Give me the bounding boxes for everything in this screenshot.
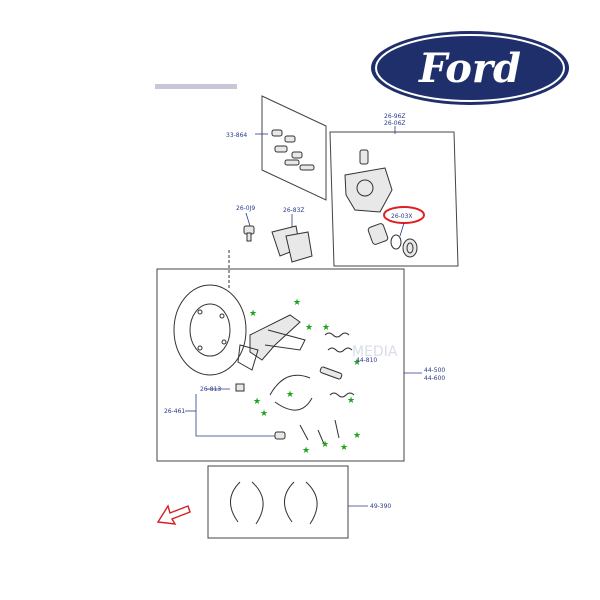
part-labels: 33-864 26-96Z 26-06Z 26-0J9 26-83Z 26-03… <box>164 113 445 510</box>
svg-text:★: ★ <box>260 409 268 419</box>
header-note <box>155 84 237 89</box>
label-26-461: 26-461 <box>164 408 185 415</box>
label-26-0j9: 26-0J9 <box>236 205 255 212</box>
parking-brake-group: MEDIA ★ ★ ★ ★ ★ ★ ★ ★ ★ ★ ★ ★ ★ <box>156 268 422 462</box>
label-26-83z: 26-83Z <box>283 207 305 214</box>
label-33-864: 33-864 <box>226 132 247 139</box>
label-49-390: 49-390 <box>370 503 391 510</box>
svg-text:★: ★ <box>353 431 361 441</box>
svg-text:★: ★ <box>286 390 294 400</box>
ford-logo-text: Ford <box>418 45 521 92</box>
bleeder-screw-group <box>243 212 255 242</box>
label-26-813: 26-813 <box>200 386 221 393</box>
svg-text:★: ★ <box>340 443 348 453</box>
pin-kit-group <box>255 95 327 201</box>
svg-text:★: ★ <box>302 446 310 456</box>
label-26-06z: 26-06Z <box>384 120 406 127</box>
label-44-600: 44-600 <box>424 375 445 382</box>
svg-text:★: ★ <box>353 358 361 368</box>
svg-text:★: ★ <box>293 298 301 308</box>
caliper-group <box>329 126 459 267</box>
label-44-810: 44-810 <box>356 357 377 364</box>
svg-text:★: ★ <box>321 440 329 450</box>
svg-text:★: ★ <box>322 323 330 333</box>
svg-text:★: ★ <box>305 323 313 333</box>
svg-text:★: ★ <box>253 397 261 407</box>
svg-text:★: ★ <box>249 309 257 319</box>
label-44-500: 44-500 <box>424 367 445 374</box>
ford-logo: Ford <box>371 31 569 105</box>
brake-shoe-kit-group <box>207 465 368 539</box>
star-markers: ★ ★ ★ ★ ★ ★ ★ ★ ★ ★ ★ ★ ★ <box>249 298 361 456</box>
label-26-96z: 26-96Z <box>384 113 406 120</box>
svg-text:★: ★ <box>347 396 355 406</box>
brake-pads-group <box>271 214 313 263</box>
watermark: MEDIA <box>352 344 398 360</box>
front-direction-arrow <box>156 504 191 525</box>
label-26-03x: 26-03X <box>391 213 413 220</box>
